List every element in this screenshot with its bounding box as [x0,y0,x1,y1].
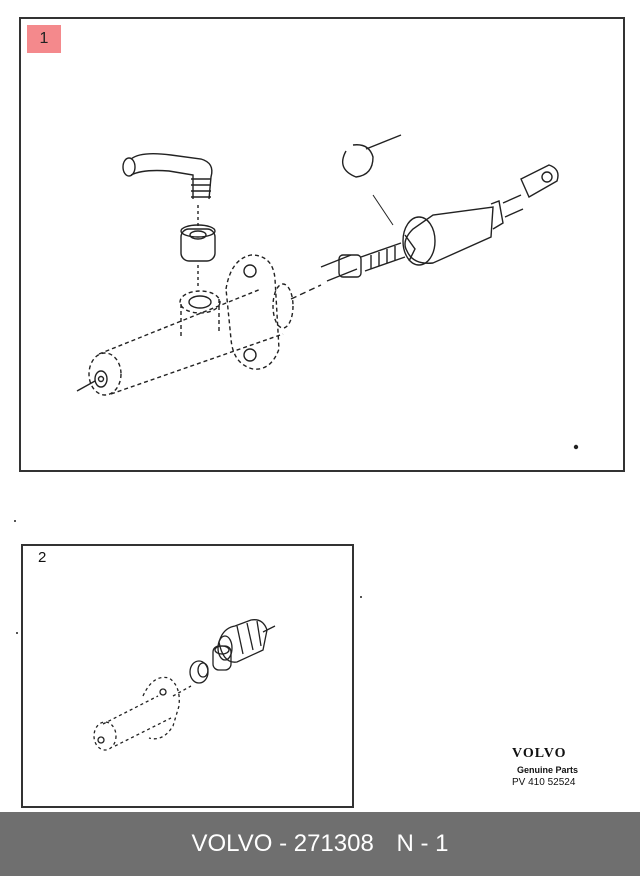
speck [14,520,16,522]
brand-name: VOLVO [512,746,567,761]
speck [16,632,18,634]
panel-2-label: 2 [38,549,47,566]
clutch-master-cylinder-drawing [76,134,579,450]
brand-subtitle: Genuine Parts [517,765,579,775]
panel-1-label: 1 [27,25,61,53]
slave-cylinder-repair-kit-drawing [93,619,276,751]
volvo-genuine-parts-logo: VOLVO Genuine Parts PV 410 52524 [512,746,592,788]
speck [360,596,362,598]
quantity: N - 1 [396,830,449,857]
diagram-panel-2: 2 [21,544,354,808]
footer-bar: VOLVO - 271308 N - 1 [0,812,640,876]
part-number: VOLVO - 271308 [191,830,374,857]
brand-code: PV 410 52524 [512,777,576,788]
diagram-panel-1: 1 [19,17,625,472]
